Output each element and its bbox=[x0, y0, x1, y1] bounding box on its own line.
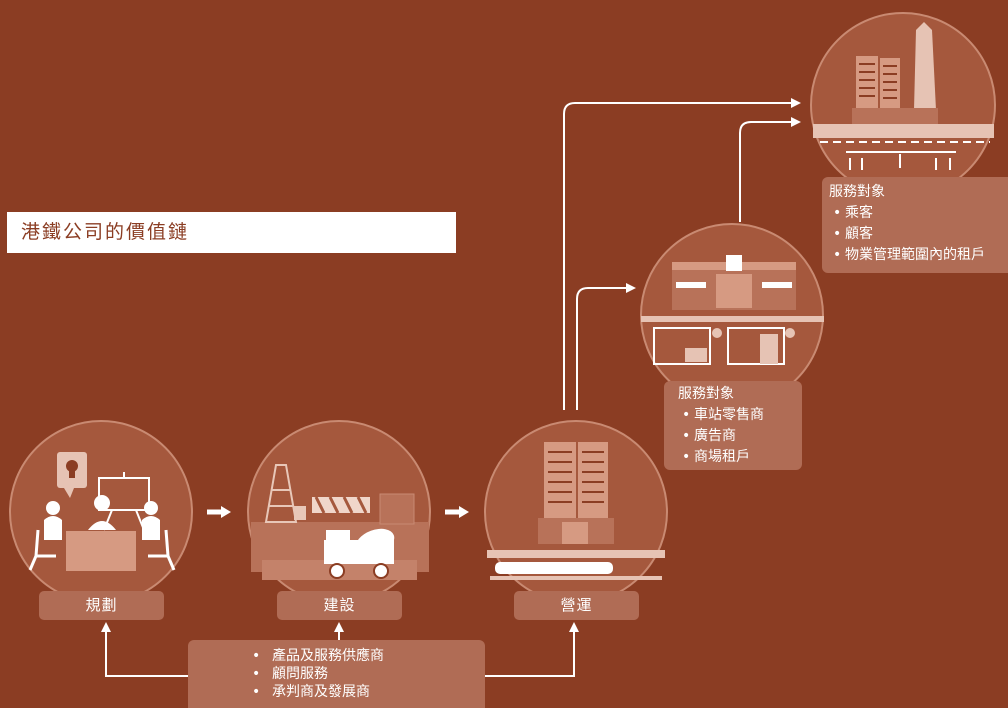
suppliers-list: 產品及服務供應商 顧問服務 承判商及發展商 bbox=[252, 647, 485, 701]
stage-label-planning: 規劃 bbox=[39, 591, 164, 620]
property-customers-heading: 服務對象 bbox=[829, 182, 1008, 203]
stage-label-construction: 建設 bbox=[277, 591, 402, 620]
retail-customers-box: 服務對象 車站零售商 廣告商 商場租戶 bbox=[664, 381, 802, 470]
planning-circle bbox=[10, 421, 192, 603]
list-item: 乘客 bbox=[829, 203, 1008, 224]
suppliers-box: 產品及服務供應商 顧問服務 承判商及發展商 bbox=[188, 640, 485, 708]
list-item: 顧客 bbox=[829, 224, 1008, 245]
operation-circle bbox=[485, 421, 667, 603]
property-customers-list: 乘客 顧客 物業管理範圍內的租戶 bbox=[829, 203, 1008, 266]
retail-customers-list: 車站零售商 廣告商 商場租戶 bbox=[678, 405, 802, 468]
list-item: 車站零售商 bbox=[678, 405, 802, 426]
property-circle bbox=[811, 13, 995, 197]
stage-label-operation: 營運 bbox=[514, 591, 639, 620]
list-item: 物業管理範圍內的租戶 bbox=[829, 245, 1008, 266]
arrow-suppliers-to-planning bbox=[106, 624, 188, 676]
property-customers-box: 服務對象 乘客 顧客 物業管理範圍內的租戶 bbox=[822, 177, 1008, 273]
station-retail-circle bbox=[641, 224, 824, 406]
list-item: 顧問服務 bbox=[252, 665, 485, 683]
construction-circle bbox=[248, 421, 430, 603]
list-item: 承判商及發展商 bbox=[252, 683, 485, 701]
list-item: 商場租戶 bbox=[678, 447, 802, 468]
list-item: 廣告商 bbox=[678, 426, 802, 447]
arrow-retail-to-property bbox=[740, 122, 799, 222]
page-title: 港鐵公司的價值鏈 bbox=[7, 212, 456, 253]
list-item: 產品及服務供應商 bbox=[252, 647, 485, 665]
arrow-operation-to-retail bbox=[577, 288, 634, 410]
retail-customers-heading: 服務對象 bbox=[678, 384, 802, 405]
arrow-suppliers-to-operation bbox=[485, 624, 574, 676]
